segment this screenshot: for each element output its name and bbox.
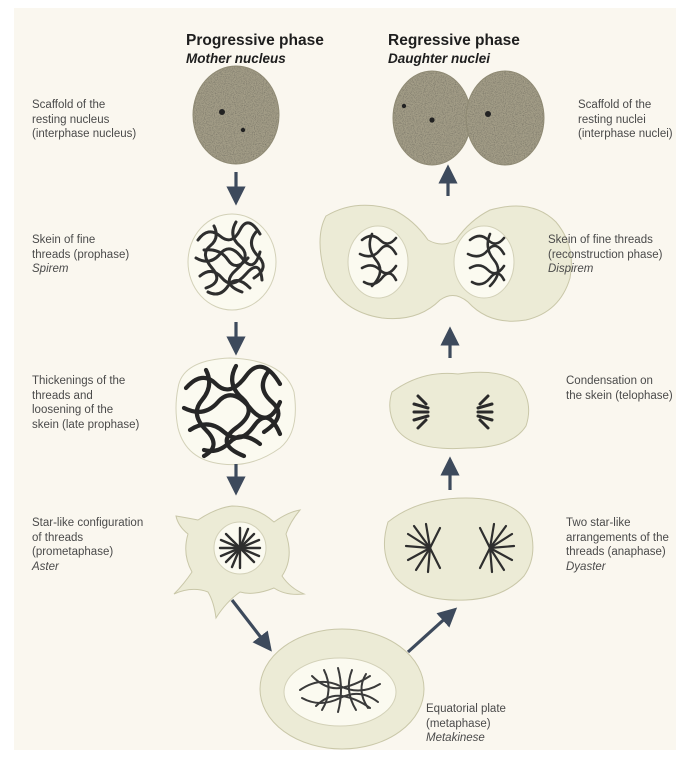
progressive-phase-title: Progressive phase [186, 32, 324, 50]
metakinese-cell [260, 629, 424, 749]
label-spirem: Skein of fine threads (prophase) Spirem [32, 233, 129, 277]
resting-nucleus-mother [193, 66, 279, 164]
label-late-prophase: Thickenings of the threads and loosening… [32, 374, 139, 432]
label-metakinese: Equatorial plate (metaphase) Metakinese [426, 702, 506, 746]
arrow-metakinese-to-dyaster [408, 614, 450, 652]
dispirem-cell [320, 205, 571, 321]
daughter-nuclei-subtitle: Daughter nuclei [388, 51, 490, 66]
telophase-cell [390, 372, 529, 448]
label-telophase: Condensation on the skein (telophase) [566, 374, 673, 403]
spirem-cell [188, 214, 276, 310]
aster-cell [174, 506, 304, 618]
regressive-phase-title: Regressive phase [388, 32, 520, 50]
mother-nucleus-subtitle: Mother nucleus [186, 51, 286, 66]
dyaster-cell [384, 498, 532, 600]
label-resting-nucleus: Scaffold of the resting nucleus (interph… [32, 98, 136, 142]
label-resting-nuclei: Scaffold of the resting nuclei (interpha… [578, 98, 673, 142]
arrow-aster-to-metakinese [232, 600, 266, 644]
resting-nuclei-daughters [393, 71, 544, 165]
late-prophase-cell [176, 358, 295, 465]
label-dyaster: Two star-like arrangements of the thread… [566, 516, 669, 574]
label-dispirem: Skein of fine threads (reconstruction ph… [548, 233, 662, 277]
label-aster: Star-like configuration of threads (prom… [32, 516, 143, 574]
